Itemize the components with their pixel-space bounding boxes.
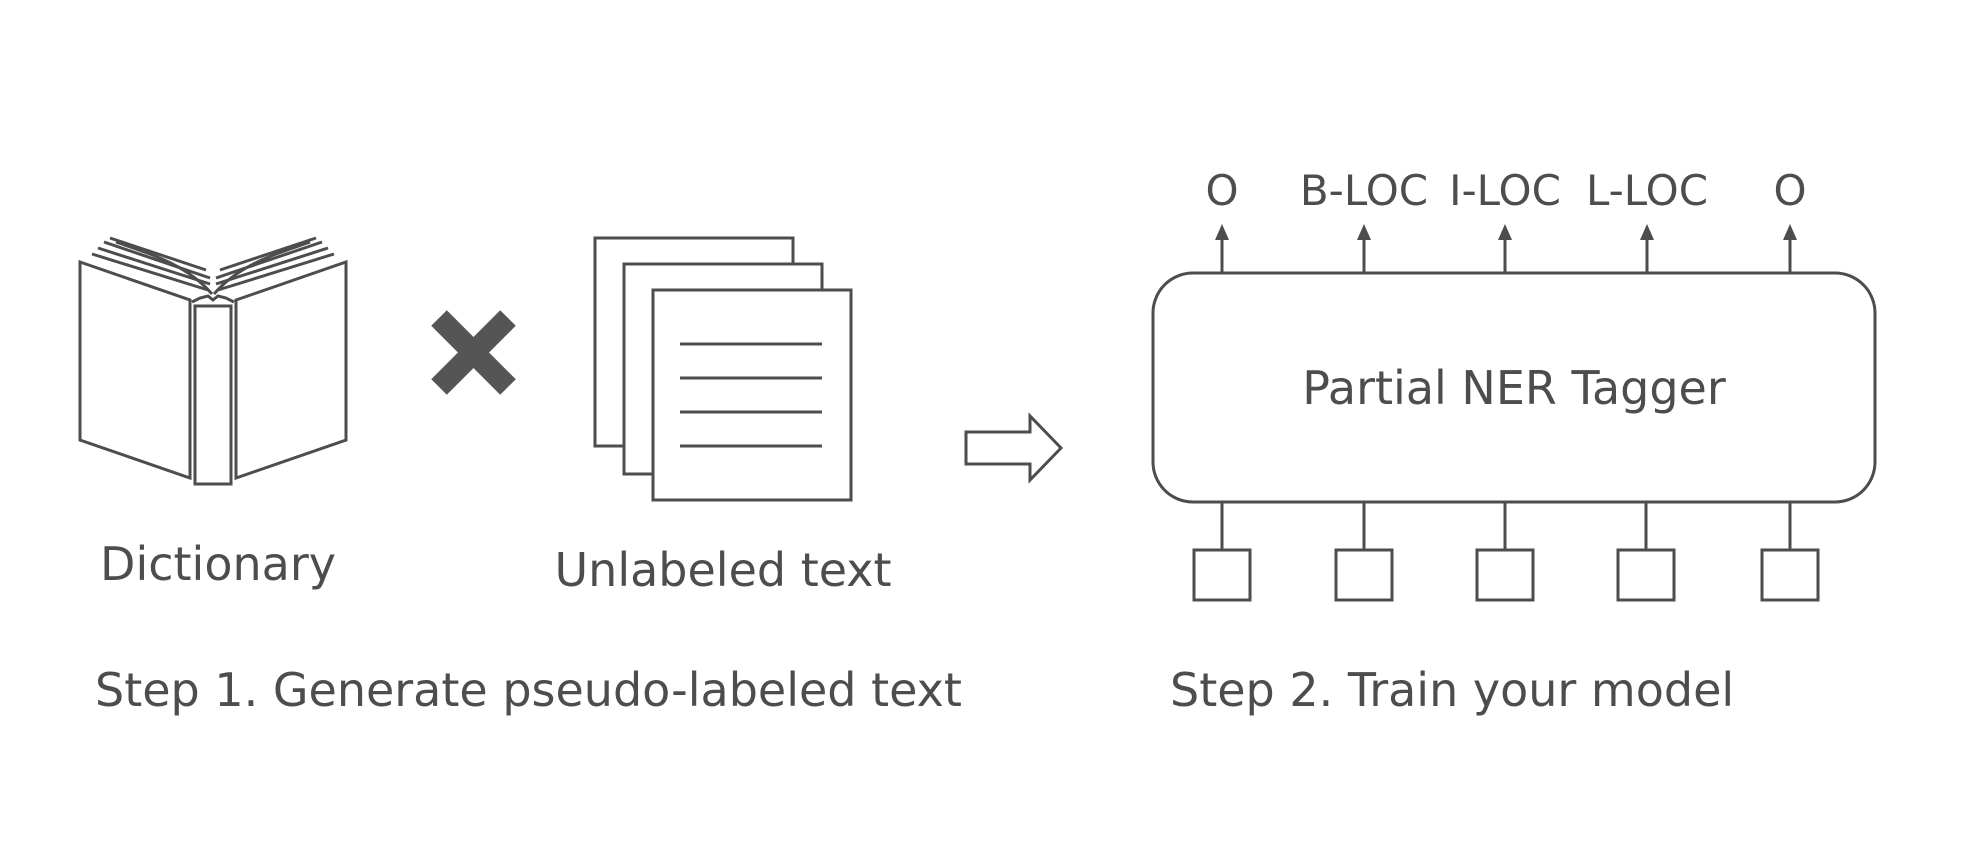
input-token-box bbox=[1192, 548, 1252, 602]
documents-icon bbox=[593, 236, 853, 502]
output-tags: O B-LOC I-LOC L-LOC O bbox=[1205, 166, 1807, 273]
input-tokens bbox=[1192, 502, 1820, 602]
output-tag: O bbox=[1205, 166, 1238, 215]
output-tag: L-LOC bbox=[1586, 166, 1708, 215]
output-arrowhead bbox=[1783, 224, 1797, 240]
unlabeled-text-label: Unlabeled text bbox=[555, 543, 892, 597]
input-token-box bbox=[1760, 548, 1820, 602]
output-arrowhead bbox=[1215, 224, 1229, 240]
multiply-icon bbox=[431, 310, 516, 395]
step1-caption: Step 1. Generate pseudo-labeled text bbox=[95, 663, 962, 717]
output-arrowhead bbox=[1640, 224, 1654, 240]
tagger-box bbox=[1151, 271, 1877, 504]
input-token-box bbox=[1475, 548, 1535, 602]
output-arrowhead bbox=[1357, 224, 1371, 240]
output-tag: B-LOC bbox=[1300, 166, 1428, 215]
right-arrow-icon bbox=[964, 412, 1064, 484]
input-token-box bbox=[1616, 548, 1676, 602]
dictionary-label: Dictionary bbox=[100, 537, 336, 591]
book-icon bbox=[78, 236, 348, 486]
tagger-label: Partial NER Tagger bbox=[1302, 361, 1726, 415]
output-arrowhead bbox=[1498, 224, 1512, 240]
step2-caption: Step 2. Train your model bbox=[1170, 663, 1734, 717]
output-tag: O bbox=[1773, 166, 1806, 215]
input-token-box bbox=[1334, 548, 1394, 602]
output-tag: I-LOC bbox=[1449, 166, 1561, 215]
